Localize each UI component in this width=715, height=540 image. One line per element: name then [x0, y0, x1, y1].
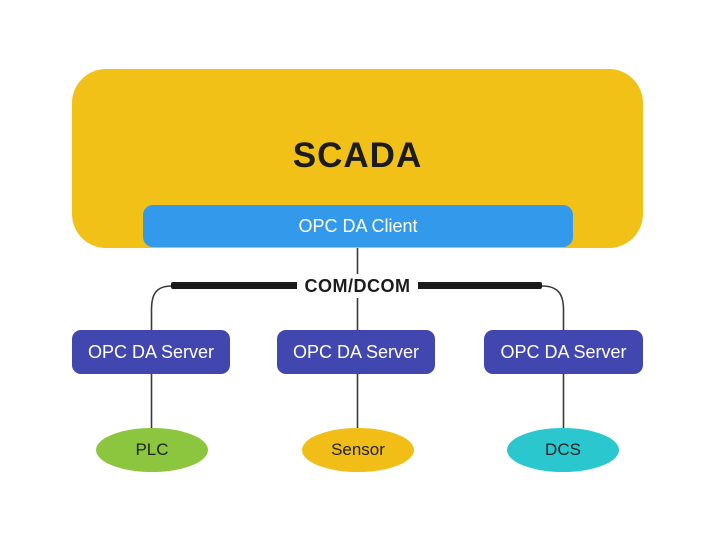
- device-sensor: Sensor: [302, 428, 414, 472]
- device-plc: PLC: [96, 428, 208, 472]
- device-plc-label: PLC: [135, 440, 169, 459]
- opc-da-server-node-3: OPC DA Server: [484, 330, 643, 374]
- comdcom-label: COM/DCOM: [297, 274, 418, 298]
- opc-da-server-label-3: OPC DA Server: [500, 341, 627, 362]
- comdcom-bar-right: [413, 282, 542, 289]
- opc-da-client-node: OPC DA Client: [143, 205, 573, 247]
- comdcom-bar-left: [171, 282, 300, 289]
- opc-da-server-node-2: OPC DA Server: [277, 330, 435, 374]
- device-dcs: DCS: [507, 428, 619, 472]
- connector-bus-to-server-left: [150, 285, 173, 330]
- opc-da-client-label: OPC DA Client: [298, 215, 418, 236]
- opc-da-server-label-2: OPC DA Server: [292, 341, 420, 362]
- scada-title: SCADA: [292, 136, 423, 175]
- opc-da-server-node-1: OPC DA Server: [72, 330, 230, 374]
- device-dcs-label: DCS: [545, 440, 581, 459]
- connector-bus-to-server-right: [541, 285, 565, 330]
- device-sensor-label: Sensor: [331, 440, 385, 459]
- opc-da-server-label-1: OPC DA Server: [87, 341, 215, 362]
